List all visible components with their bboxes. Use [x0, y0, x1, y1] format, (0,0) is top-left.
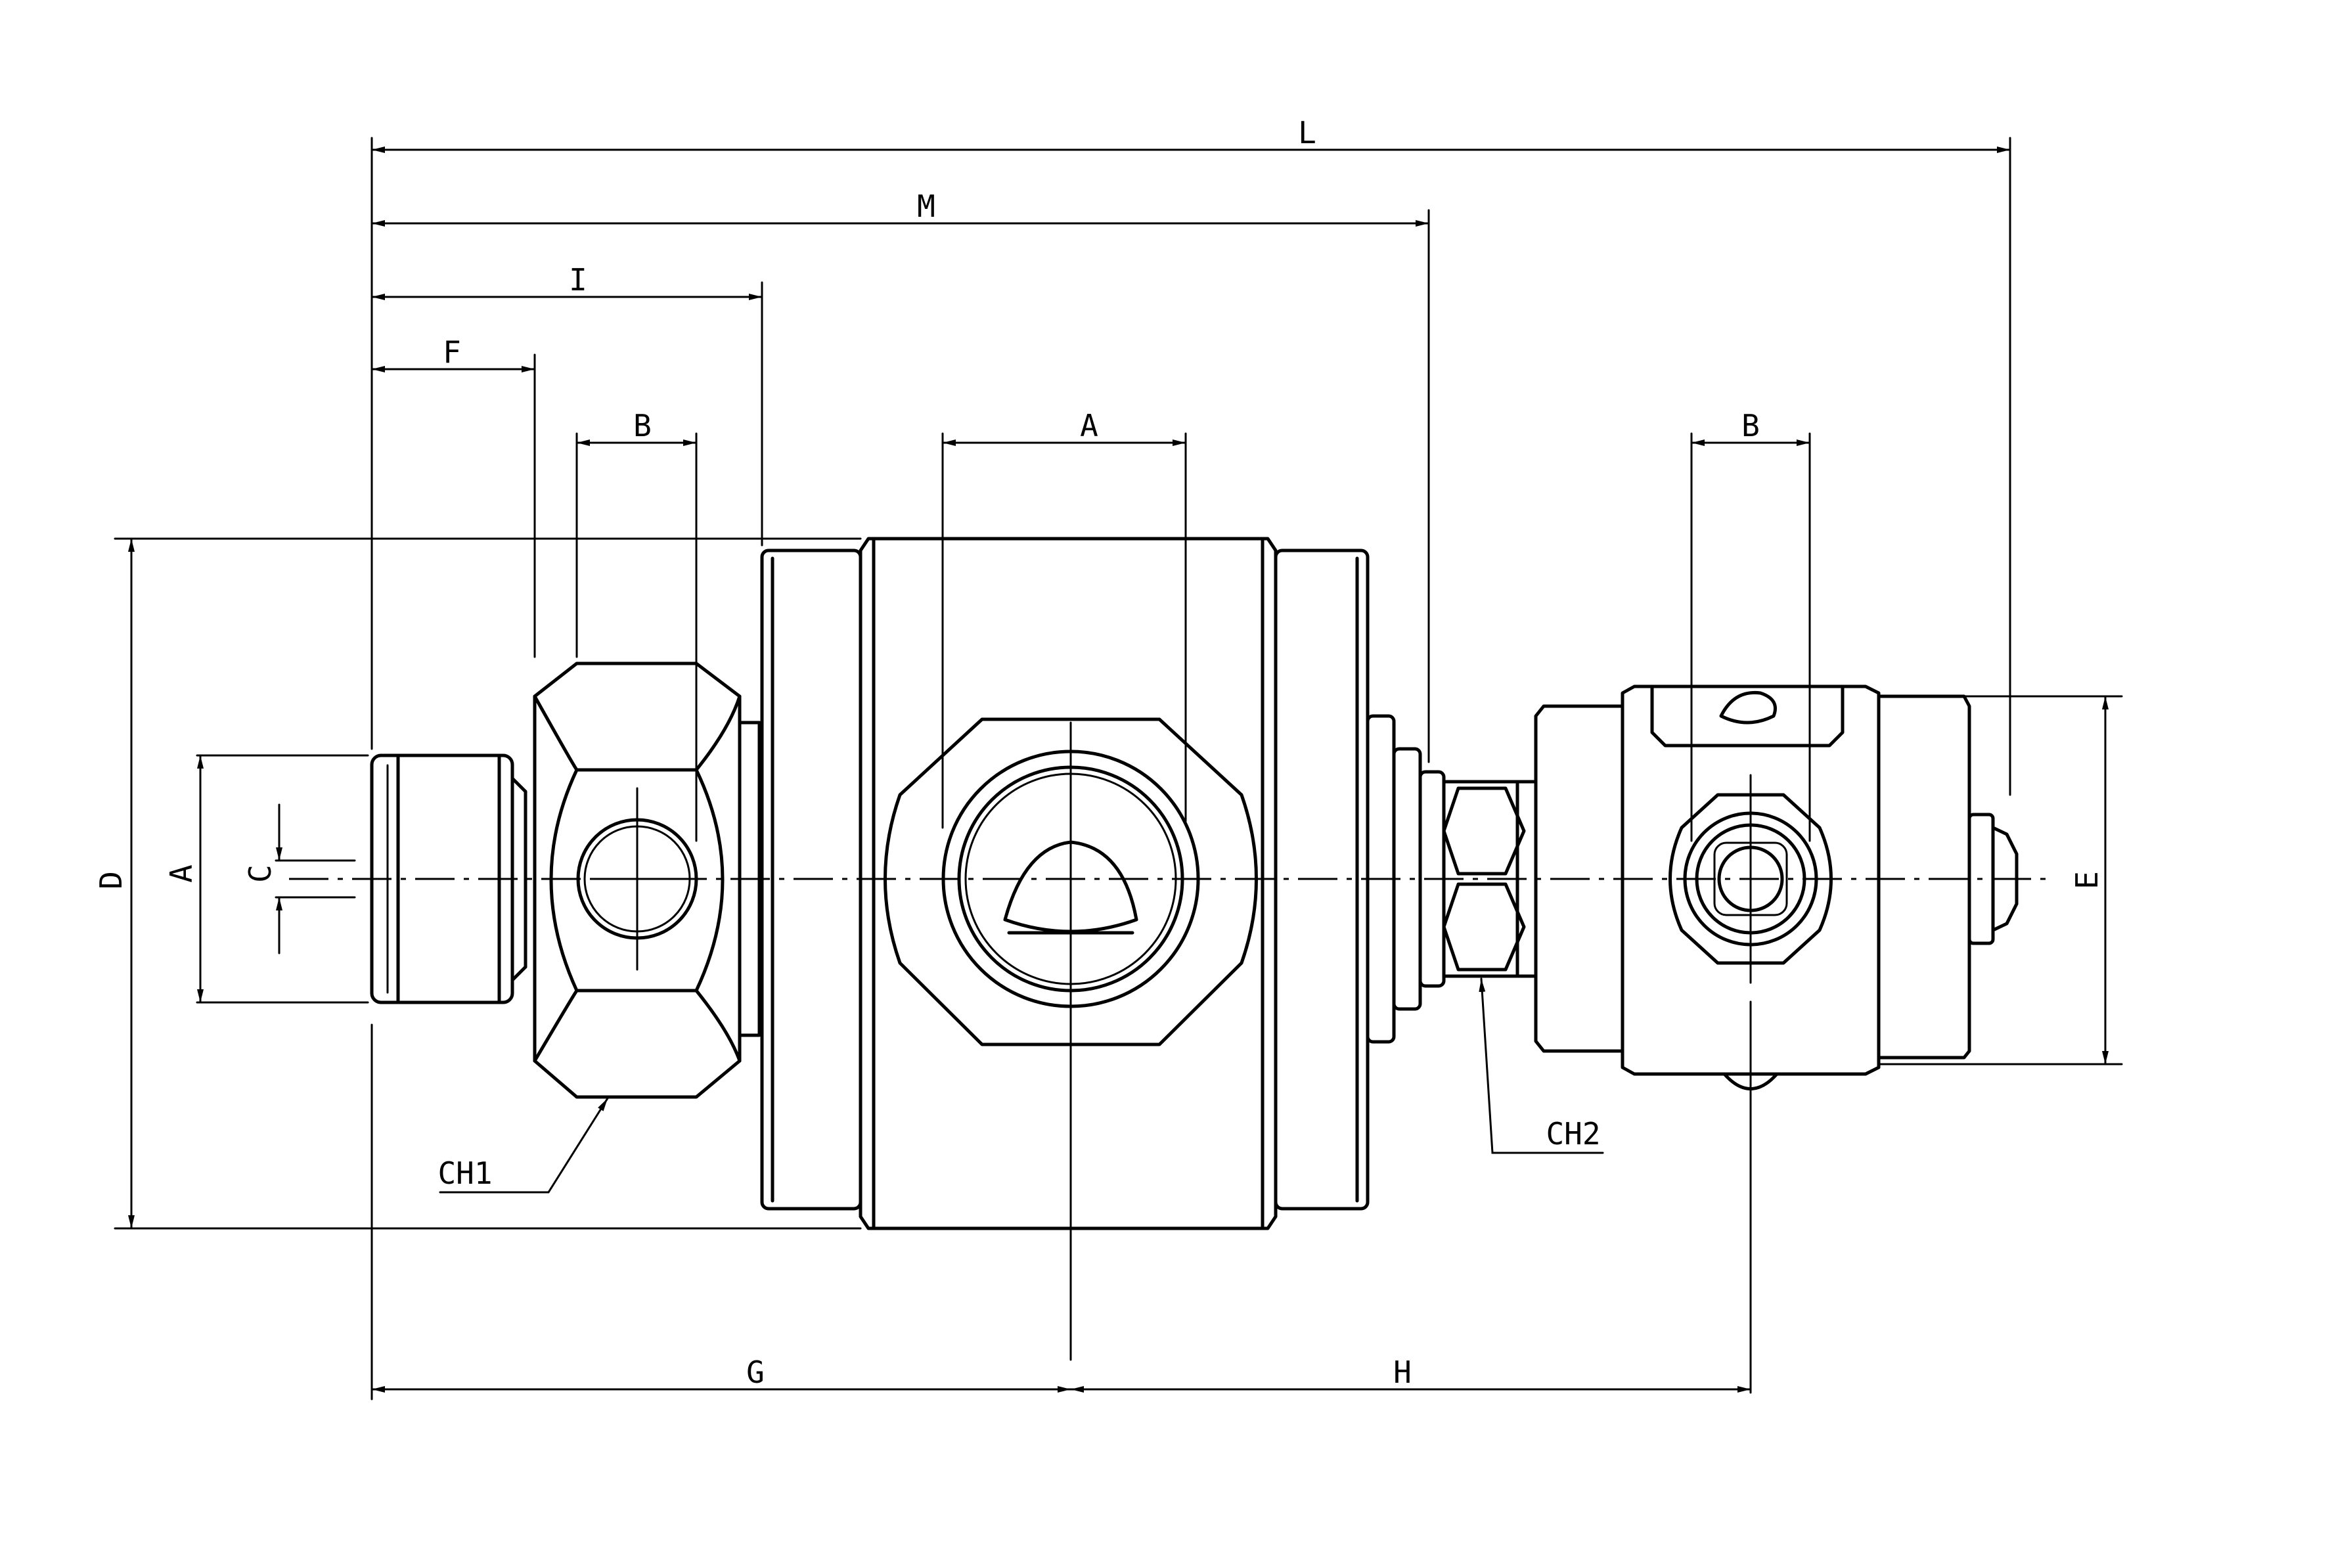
label-CH2: CH2	[1546, 1116, 1600, 1152]
label-F: F	[443, 334, 461, 370]
label-G: G	[746, 1355, 765, 1390]
dimension-labels: L M I F B A B D A C E G H CH1 CH2	[93, 115, 2105, 1390]
label-E: E	[2069, 871, 2105, 889]
label-A-top: A	[1080, 408, 1098, 443]
label-C: C	[242, 864, 278, 883]
label-A-left: A	[164, 864, 199, 883]
label-D: D	[93, 871, 129, 889]
central-body	[760, 537, 1370, 1361]
label-B-left: B	[633, 408, 652, 443]
dimension-lines	[128, 146, 2109, 1393]
leader-CH2	[1479, 977, 1604, 1154]
right-swivel-body	[1534, 684, 2019, 1394]
label-CH1: CH1	[437, 1155, 492, 1191]
label-B-right: B	[1741, 408, 1760, 443]
extension-lines	[114, 137, 2123, 1400]
label-I: I	[569, 262, 587, 298]
label-L: L	[1298, 115, 1316, 150]
label-M: M	[917, 189, 935, 224]
left-hex-nut	[524, 661, 761, 1099]
label-H: H	[1393, 1355, 1412, 1390]
leader-CH1	[439, 1097, 609, 1194]
